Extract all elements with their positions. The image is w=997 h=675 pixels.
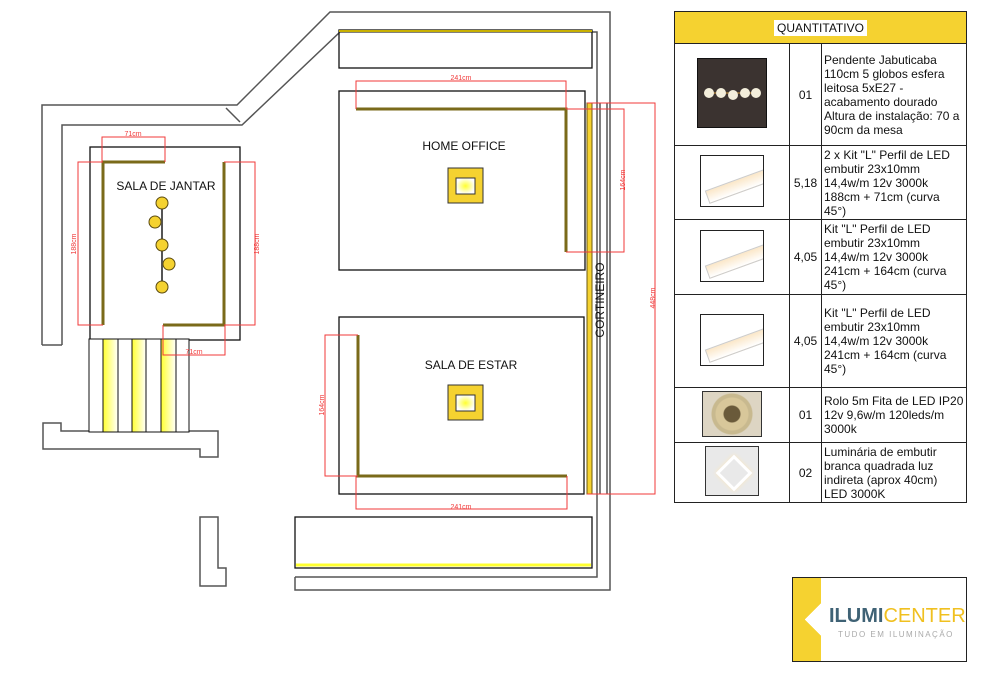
dim-curtain-total: 448cm: [650, 287, 657, 308]
led-profile-image: [700, 229, 764, 282]
logo-brand: ILUMICENTER: [829, 605, 966, 628]
qty-cell: 5,18: [789, 145, 822, 220]
table-row: 4,05 Kit "L" Perfil de LED embutir 23x10…: [674, 294, 967, 388]
desc-cell: Pendente Jabuticaba 110cm 5 globos esfer…: [821, 43, 967, 146]
table-row: 01 Pendente Jabuticaba 110cm 5 globos es…: [674, 43, 967, 146]
table-row: 02 Luminária de embutir branca quadrada …: [674, 442, 967, 503]
qty-cell: 01: [789, 43, 822, 146]
desc-cell: Kit "L" Perfil de LED embutir 23x10mm 14…: [821, 294, 967, 388]
desc-cell: Luminária de embutir branca quadrada luz…: [821, 442, 967, 503]
recessed-light-icon-living: [447, 384, 484, 421]
qty-cell: 01: [789, 387, 822, 443]
pendant-lamp-icon: [148, 196, 176, 294]
logo-tagline: TUDO EM ILUMINAÇÃO: [838, 630, 954, 639]
floor-plan: 71cm 188cm 188cm 71cm 241cm 164cm 448cm …: [41, 11, 657, 591]
dim-office-top: 241cm: [450, 75, 471, 82]
room-label-dining: SALA DE JANTAR: [116, 179, 215, 193]
desc-cell: Kit "L" Perfil de LED embutir 23x10mm 14…: [821, 219, 967, 295]
stairs: [88, 338, 190, 433]
quantity-table: QUANTITATIVO 01 Pendente Jabuticaba 110c…: [674, 11, 967, 503]
dimension-lines: [77, 80, 656, 510]
led-profile-image: [700, 155, 764, 207]
living-room-area: [338, 316, 585, 495]
upper-cabinet: [338, 29, 593, 69]
qty-cell: 4,05: [789, 219, 822, 295]
qty-cell: 4,05: [789, 294, 822, 388]
led-profile-image: [700, 313, 764, 366]
desc-cell: 2 x Kit "L" Perfil de LED embutir 23x10m…: [821, 145, 967, 220]
dim-living-left: 164cm: [319, 394, 326, 415]
recessed-light-icon-office: [447, 167, 484, 204]
dim-dining-top: 71cm: [124, 131, 141, 138]
ilumicenter-logo: ILUMICENTER TUDO EM ILUMINAÇÃO: [792, 577, 967, 662]
desc-cell: Rolo 5m Fita de LED IP20 12v 9,6w/m 120l…: [821, 387, 967, 443]
bottom-cabinet: [294, 516, 593, 569]
table-row: 4,05 Kit "L" Perfil de LED embutir 23x10…: [674, 219, 967, 295]
logo-brand-a: ILUMI: [829, 605, 884, 627]
logo-brand-b: CENTER: [883, 605, 966, 627]
dim-dining-right: 188cm: [254, 233, 261, 254]
room-label-curtain: CORTINEIRO: [593, 262, 607, 337]
room-label-office: HOME OFFICE: [422, 139, 505, 153]
dim-dining-bottom: 71cm: [185, 349, 202, 356]
dim-dining-left: 188cm: [71, 233, 78, 254]
dim-office-right: 164cm: [620, 169, 627, 190]
logo-wedge: [793, 578, 821, 661]
pendant-lamp-image: [697, 58, 767, 128]
dim-living-bottom: 241cm: [450, 504, 471, 511]
table-row: 5,18 2 x Kit "L" Perfil de LED embutir 2…: [674, 145, 967, 220]
room-label-living: SALA DE ESTAR: [425, 358, 518, 372]
walls: [41, 11, 611, 591]
home-office-area: [338, 90, 586, 271]
qty-cell: 02: [789, 442, 822, 503]
table-title: QUANTITATIVO: [674, 11, 967, 44]
table-title-text: QUANTITATIVO: [774, 19, 867, 36]
recessed-square-light-image: [705, 446, 759, 496]
led-strip-roll-image: [702, 390, 762, 437]
table-row: 01 Rolo 5m Fita de LED IP20 12v 9,6w/m 1…: [674, 387, 967, 443]
curtain-led-strip: [586, 102, 593, 495]
